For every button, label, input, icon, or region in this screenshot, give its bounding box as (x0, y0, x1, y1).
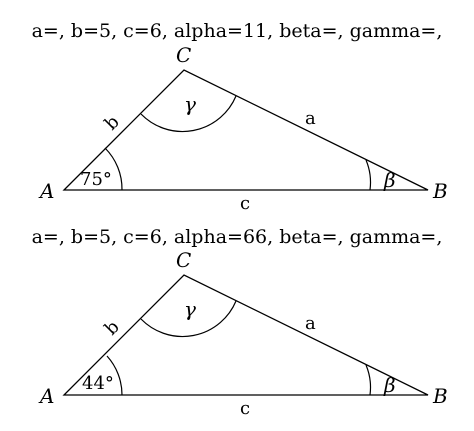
triangle-1-side-a: a (305, 108, 316, 129)
triangle-2-vertex-a: A (38, 384, 54, 408)
triangle-1-vertex-b: B (432, 179, 448, 203)
triangle-1-vertex-c: C (176, 43, 191, 67)
figure-1-caption: a=, b=5, c=6, alpha=11, beta=, gamma=, (32, 20, 443, 42)
triangle-2-alpha-label: 44° (82, 373, 114, 394)
triangle-1-beta-label: β (383, 168, 396, 192)
triangle-1-alpha-arc (104, 147, 123, 191)
triangle-2-beta-label: β (383, 373, 396, 397)
triangle-figure-2: a=, b=5, c=6, alpha=66, beta=, gamma=, A… (32, 226, 448, 419)
triangle-2-side-a: a (305, 313, 316, 334)
triangle-2-gamma-arc (140, 300, 237, 338)
triangle-1-beta-arc (365, 159, 372, 191)
triangle-2-outline (62, 274, 429, 396)
triangle-2-gamma-label: γ (184, 297, 196, 321)
triangle-2-side-c: c (240, 398, 250, 419)
triangle-1-side-c: c (240, 193, 250, 214)
triangle-2-vertex-c: C (176, 248, 191, 272)
figure-2-caption: a=, b=5, c=6, alpha=66, beta=, gamma=, (32, 226, 443, 248)
triangle-2-vertex-b: B (432, 384, 448, 408)
triangle-1-outline (62, 69, 429, 191)
triangle-2-beta-arc (365, 364, 372, 396)
triangle-1-vertex-a: A (38, 179, 54, 203)
triangle-1-alpha-label: 75° (80, 169, 112, 190)
triangle-2-alpha-arc (106, 355, 123, 396)
triangle-figure-1: a=, b=5, c=6, alpha=11, beta=, gamma=, A… (32, 20, 448, 214)
triangle-1-gamma-arc (140, 95, 237, 133)
triangle-2-side-b: b (101, 317, 124, 340)
triangle-1-gamma-label: γ (184, 92, 196, 116)
triangle-1-side-b: b (101, 112, 124, 135)
